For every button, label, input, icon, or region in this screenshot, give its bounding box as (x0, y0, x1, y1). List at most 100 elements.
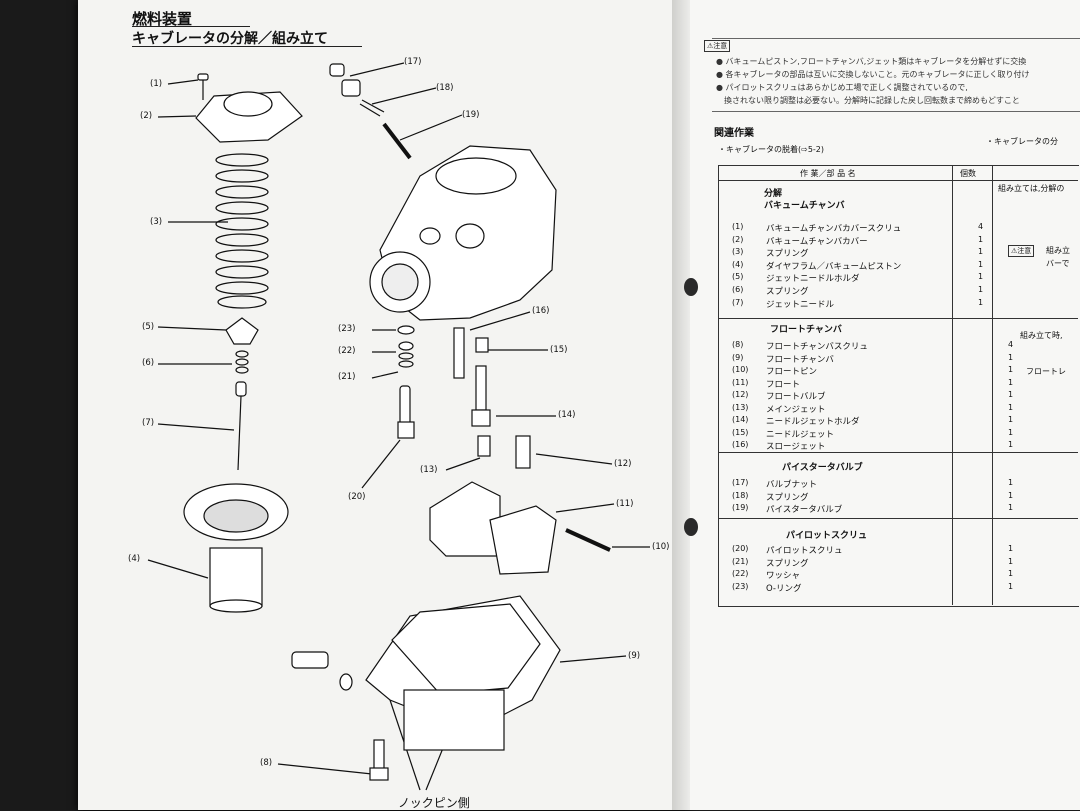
callout-16: (16) (532, 306, 550, 316)
section-title: 燃料装置 (132, 10, 193, 28)
row-part-name: バキュームチャンバカバー (766, 236, 868, 247)
row-number: (23) (732, 581, 749, 591)
row-part-name: フロートピン (766, 367, 818, 377)
caution-line-4: 換されない限り調整は必要ない。分解時に記録した戻し回転数まで締めもどすこと (716, 96, 1020, 105)
callout-15: (15) (550, 345, 568, 355)
row-quantity: 1 (1008, 556, 1014, 566)
row-quantity: 1 (1008, 544, 1014, 553)
row-number: (9) (732, 352, 744, 362)
row-number: (16) (732, 440, 749, 449)
callout-1: (1) (150, 79, 163, 89)
row-quantity: 1 (978, 234, 984, 244)
row-number: (8) (732, 340, 744, 349)
caution-line-1: ● バキュームピストン,フロートチャンバ,ジェット類はキャブレータを分解せずに交… (716, 57, 1027, 66)
row-quantity: 1 (1008, 365, 1014, 374)
group-divider-2 (718, 452, 1078, 453)
callout-5: (5) (142, 322, 155, 332)
group-subtitle: バキュームチャンバ (764, 201, 845, 211)
row-quantity: 4 (978, 222, 984, 231)
warning-triangle-icon: ⚠ (707, 42, 714, 50)
related-item-left: ・キャブレータの脱着(⇨5-2) (718, 145, 825, 154)
row-number: (20) (732, 544, 749, 553)
callout-4: (4) (128, 554, 141, 564)
caution-badge: ⚠注意 (704, 40, 731, 52)
row-number: (18) (732, 490, 749, 500)
row-number: (22) (732, 569, 749, 578)
remark-4: フロートレ (1026, 367, 1066, 376)
callout-8: (8) (260, 758, 273, 768)
row-quantity: 1 (1008, 427, 1014, 437)
row-number: (21) (732, 556, 749, 566)
row-part-name: バルブナット (766, 480, 818, 490)
related-work-title: 関連作業 (714, 128, 754, 139)
row-quantity: 1 (1008, 503, 1014, 512)
row-quantity: 1 (1008, 377, 1014, 387)
row-quantity: 1 (978, 247, 984, 257)
row-part-name: スプリング (766, 249, 809, 260)
row-part-name: パイロットスクリュ (766, 546, 843, 556)
row-part-name: スプリング (766, 287, 809, 297)
row-part-name: フロートバルブ (766, 392, 826, 402)
group-title: パイロットスクリュ (786, 531, 868, 541)
callout-2: (2) (140, 111, 153, 121)
binder-hole (684, 518, 698, 536)
knock-pin-side-label: ノックピン側 (398, 796, 470, 810)
binder-hole (684, 278, 698, 296)
row-number: (2) (732, 234, 744, 244)
sub-title-underline (132, 46, 362, 47)
group-divider-1 (718, 318, 1078, 319)
callout-10: (10) (652, 542, 670, 552)
group-title: パイスタータバルブ (782, 463, 863, 473)
row-quantity: 4 (1008, 340, 1014, 349)
remark-caution-badge: ⚠注意 (1008, 245, 1035, 257)
row-part-name: ジェットニードル (766, 299, 835, 310)
callout-18: (18) (436, 83, 454, 93)
row-quantity: 1 (1008, 352, 1014, 362)
row-quantity: 1 (978, 285, 984, 294)
remark-2b: バーで (1046, 259, 1070, 268)
callout-3: (3) (150, 217, 163, 227)
row-part-name: ダイヤフラム／バキュームピストン (766, 261, 902, 272)
row-quantity: 1 (1008, 402, 1014, 412)
row-quantity: 1 (1008, 415, 1014, 424)
table-header-qty: 個数 (960, 169, 976, 178)
group-title: 分解 (764, 189, 783, 199)
row-part-name: フロートチャンバスクリュ (766, 342, 868, 352)
row-quantity: 1 (978, 259, 984, 269)
row-part-name: スプリング (766, 492, 809, 503)
callout-13: (13) (420, 465, 438, 475)
right-page (690, 0, 1080, 810)
row-number: (6) (732, 285, 744, 294)
work-table (718, 165, 1079, 607)
row-part-name: ニードルジェット (766, 429, 835, 440)
group-divider-3 (718, 518, 1078, 519)
row-number: (13) (732, 402, 749, 412)
row-number: (14) (732, 415, 749, 424)
row-number: (11) (732, 377, 749, 387)
row-number: (3) (732, 247, 744, 257)
row-part-name: ワッシャ (766, 571, 801, 581)
remark-1: 組み立ては,分解の (998, 184, 1065, 193)
row-part-name: スロージェット (766, 442, 826, 452)
remark-3: 組み立て時, (1020, 331, 1063, 340)
row-number: (7) (732, 297, 744, 307)
caution-line-3: ● パイロットスクリュはあらかじめ工場で正しく調整されているので, (716, 83, 968, 92)
row-number: (1) (732, 222, 744, 231)
row-part-name: パイスタータバルブ (766, 505, 843, 515)
callout-7: (7) (142, 418, 155, 428)
caution-icon: ⚠ (1011, 247, 1018, 255)
row-quantity: 1 (978, 297, 984, 307)
table-remark-col-line (992, 165, 993, 605)
callout-21: (21) (338, 372, 356, 382)
row-quantity: 1 (1008, 478, 1014, 487)
row-number: (15) (732, 427, 749, 437)
callout-20: (20) (348, 492, 366, 502)
caution-box (712, 38, 1080, 112)
row-quantity: 1 (978, 272, 984, 282)
row-number: (17) (732, 478, 749, 487)
callout-9: (9) (628, 651, 641, 661)
callout-23: (23) (338, 324, 356, 334)
row-number: (19) (732, 503, 749, 512)
callout-6: (6) (142, 358, 155, 368)
